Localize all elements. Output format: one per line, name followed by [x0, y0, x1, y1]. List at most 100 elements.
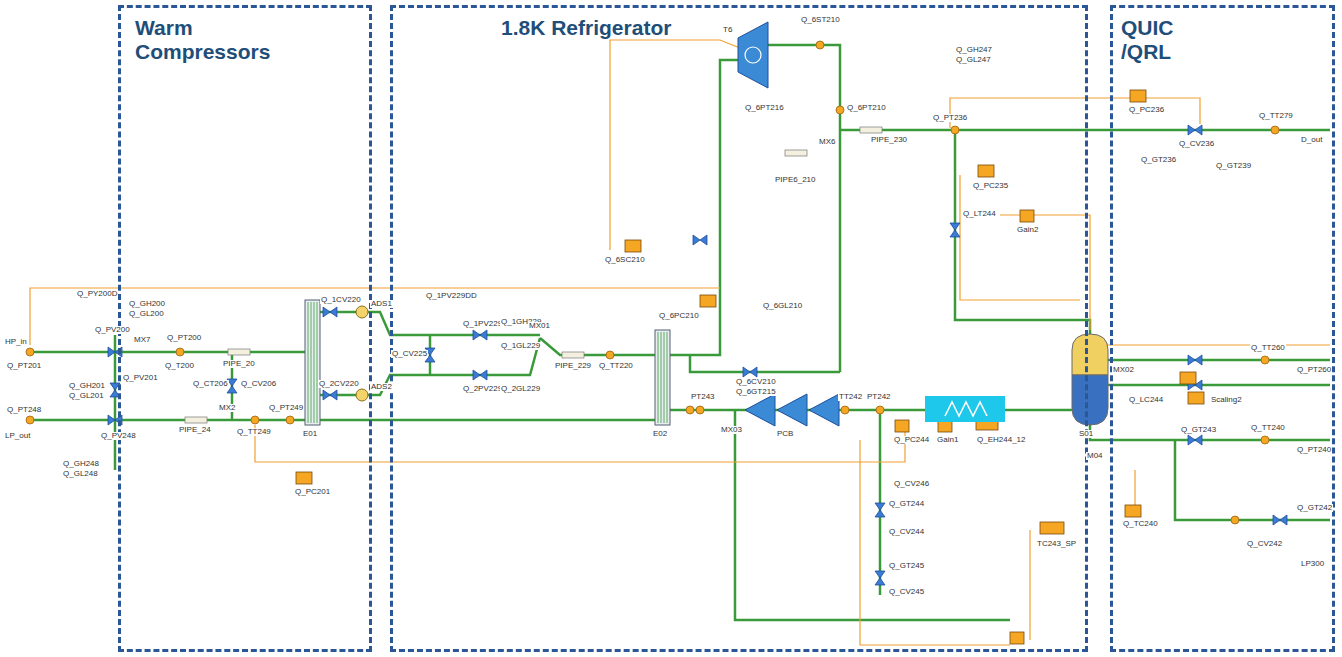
tag-label: S01: [1078, 430, 1094, 438]
tag-label: Q_PV200: [94, 326, 131, 334]
controller-box: [700, 295, 716, 307]
tag-label: Q_CV244: [888, 528, 925, 536]
valve-symbol: [875, 503, 885, 517]
tag-label: E01: [302, 430, 318, 438]
tag-label: Q_6SC210: [604, 256, 646, 264]
tag-label: Q_PC244: [893, 436, 930, 444]
valve-symbol: [323, 390, 337, 400]
tag-label: Q_GT244: [888, 500, 925, 508]
pipe-line: [735, 410, 1010, 620]
tag-label: Gain2: [1016, 226, 1039, 234]
pipe-line: [1108, 359, 1330, 362]
tag-label: ADS2: [370, 383, 393, 391]
valve-symbol: [1273, 515, 1287, 525]
tag-label: Q_1CV220: [320, 296, 362, 304]
controller-box: [1130, 90, 1146, 102]
pipe-line: [955, 130, 1090, 334]
tag-label: Q_PT236: [932, 114, 968, 122]
heat-exchanger: [305, 300, 320, 425]
signal-line: [1000, 215, 1090, 330]
tag-label: Q_GT243: [1180, 426, 1217, 434]
pipe-line: [1108, 384, 1330, 387]
tag-label: LP_out: [4, 432, 31, 440]
tag-label: Q_CV206: [240, 380, 277, 388]
tag-label: Q_6GT215: [735, 388, 777, 396]
tag-label: Q_PT248: [6, 406, 42, 414]
tag-label: Q_PC236: [1128, 106, 1165, 114]
sensor-symbol: [176, 348, 184, 356]
tag-label: Q_1PV229: [462, 320, 503, 328]
tag-label: Q_6PT210: [846, 104, 887, 112]
signal-line: [860, 440, 1010, 645]
tag-label: Q_PT201: [6, 362, 42, 370]
pipe-segment: [228, 349, 250, 355]
sensor-symbol: [876, 406, 884, 414]
tag-label: Q_GL248: [62, 470, 99, 478]
tag-label: Q_6CV210: [735, 378, 777, 386]
tag-label: Q_GT245: [888, 562, 925, 570]
sensor-symbol: [606, 351, 614, 359]
valve-symbol: [1188, 435, 1202, 445]
signal-line: [950, 98, 1200, 128]
tag-label: MX01: [528, 322, 551, 330]
signal-line: [960, 175, 1080, 300]
tag-label: Q_PT260: [1296, 366, 1332, 374]
adsorber-symbol: [356, 389, 368, 401]
tag-label: PT243: [690, 393, 716, 401]
tag-label: Q_GH200: [128, 300, 166, 308]
pipe-segment: [562, 352, 584, 358]
sensor-symbol: [686, 406, 694, 414]
tag-label: PIPE_229: [554, 362, 592, 370]
tag-label: LP300: [1300, 560, 1325, 568]
region-heading: QUIC /QRL: [1121, 16, 1201, 64]
controller-box: [978, 165, 994, 177]
controller-box: [625, 240, 641, 252]
tag-label: MX2: [218, 404, 236, 412]
controller-box: [1040, 522, 1064, 534]
sensor-symbol: [26, 348, 34, 356]
signal-line: [255, 425, 905, 462]
controller-box: [1020, 210, 1034, 222]
tag-label: PIPE_230: [870, 136, 908, 144]
tag-label: PIPE6_210: [774, 176, 816, 184]
valve-symbol: [1188, 355, 1202, 365]
tag-label: Q_CV245: [888, 588, 925, 596]
compressor-symbol: [809, 394, 839, 426]
tag-label: Q_PC201: [294, 488, 331, 496]
controller-box: [1188, 392, 1204, 404]
turbine-symbol: [738, 22, 768, 88]
controller-box: [895, 420, 909, 432]
sensor-symbol: [1271, 126, 1279, 134]
controller-box: [1125, 505, 1141, 517]
tag-label: Q_2PV229: [462, 385, 503, 393]
tag-label: Q_CV236: [1178, 140, 1215, 148]
separator-vessel: [1072, 334, 1108, 425]
controller-box: [1180, 372, 1196, 384]
tag-label: HP_in: [4, 338, 28, 346]
region-box: QUIC /QRL: [1110, 5, 1335, 652]
tag-label: Q_PT240: [1296, 446, 1332, 454]
tag-label: Q_PT200: [166, 334, 202, 342]
signal-line: [1029, 530, 1030, 640]
signal-line: [1134, 470, 1135, 510]
sensor-symbol: [1261, 436, 1269, 444]
pipe-line: [30, 351, 305, 354]
pipe-line: [670, 60, 738, 355]
tag-label: Q_1PV229DD: [425, 292, 478, 300]
pipe-line: [30, 419, 305, 422]
tag-label: Q_PT249: [268, 404, 304, 412]
pipe-line: [879, 410, 882, 595]
tag-label: MX02: [1112, 366, 1135, 374]
tag-label: Q_2CV220: [318, 380, 360, 388]
controller-box: [1010, 632, 1024, 644]
tag-label: Scaling2: [1210, 396, 1243, 404]
tag-label: Q_6GL210: [762, 302, 803, 310]
region-heading: 1.8K Refrigerator: [501, 16, 801, 40]
tag-label: Q_GL247: [955, 56, 992, 64]
tag-label: Q_2GL229: [500, 385, 541, 393]
heater-symbol: [925, 396, 1005, 422]
signal-line: [30, 288, 720, 345]
tag-label: Q_PV201: [122, 374, 159, 382]
tag-label: Q_GT239: [1215, 162, 1252, 170]
valve-symbol: [473, 330, 487, 340]
